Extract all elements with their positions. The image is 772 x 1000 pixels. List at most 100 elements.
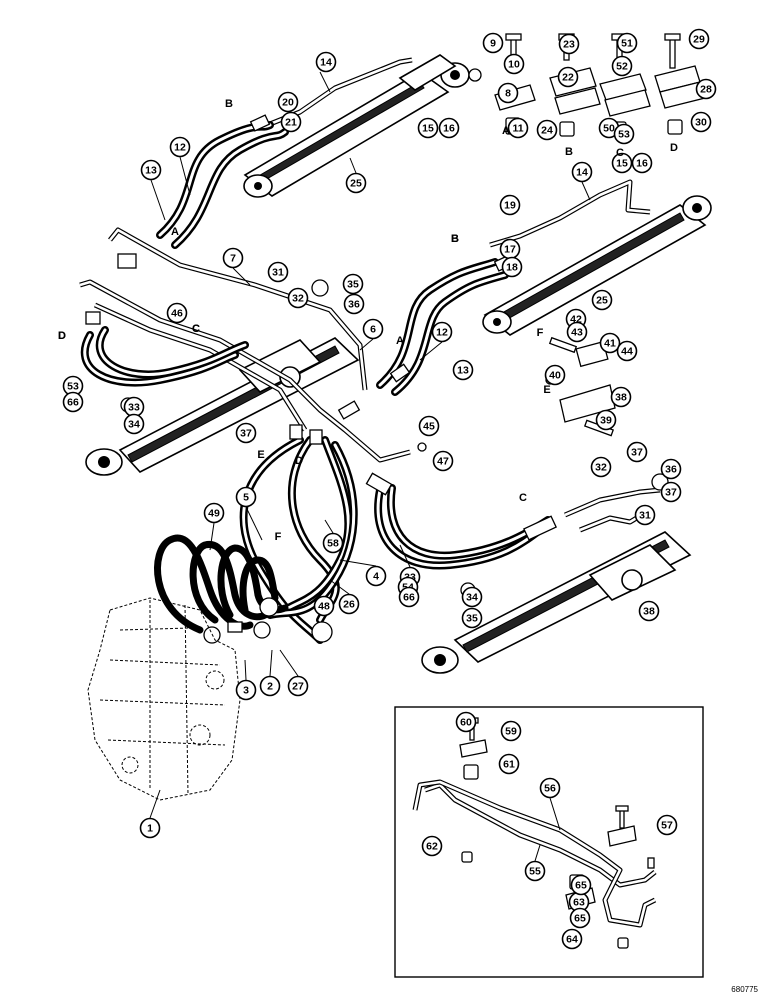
callout-4: 4 <box>365 565 387 587</box>
svg-text:46: 46 <box>171 308 183 320</box>
letter-marker-d: D <box>670 142 678 154</box>
leader-line <box>399 544 411 568</box>
callout-34: 34 <box>461 586 483 608</box>
svg-text:13: 13 <box>457 365 469 377</box>
callout-27: 27 <box>287 675 309 697</box>
callout-46: 46 <box>166 302 188 324</box>
svg-text:65: 65 <box>575 880 587 892</box>
svg-text:65: 65 <box>574 913 586 925</box>
callout-group: 1234567891011121213131414151516161718192… <box>62 28 717 950</box>
svg-text:29: 29 <box>693 34 705 46</box>
callout-25: 25 <box>591 289 613 311</box>
svg-text:51: 51 <box>621 38 633 50</box>
svg-text:56: 56 <box>544 783 556 795</box>
callout-52: 52 <box>611 55 633 77</box>
svg-text:40: 40 <box>549 370 561 382</box>
svg-text:6: 6 <box>370 324 376 336</box>
leader-line <box>319 71 331 93</box>
leader-line <box>245 506 263 541</box>
callout-31: 31 <box>267 261 289 283</box>
svg-text:53: 53 <box>618 129 630 141</box>
svg-text:59: 59 <box>505 726 517 738</box>
tilt-cylinder-right <box>421 531 692 674</box>
callout-32: 32 <box>590 456 612 478</box>
svg-text:62: 62 <box>426 841 438 853</box>
svg-text:34: 34 <box>128 419 140 431</box>
letter-marker-d: D <box>58 330 66 342</box>
callout-40: 40 <box>544 364 566 386</box>
callout-66: 66 <box>62 391 84 413</box>
svg-text:57: 57 <box>661 820 673 832</box>
callout-47: 47 <box>432 450 454 472</box>
svg-text:32: 32 <box>595 462 607 474</box>
letter-marker-e: E <box>543 384 550 396</box>
callout-62: 62 <box>421 835 443 857</box>
callout-28: 28 <box>695 78 717 100</box>
leader-line <box>329 579 350 595</box>
svg-text:53: 53 <box>67 381 79 393</box>
letter-marker-c: C <box>616 147 624 159</box>
letter-marker-b: B <box>565 146 573 158</box>
svg-text:30: 30 <box>695 117 707 129</box>
leader-line <box>149 789 161 819</box>
leader-line <box>324 519 334 534</box>
callout-24: 24 <box>536 119 558 141</box>
svg-text:38: 38 <box>615 392 627 404</box>
leader-lines <box>149 71 591 862</box>
callout-17: 17 <box>499 238 521 260</box>
svg-text:36: 36 <box>348 299 360 311</box>
callout-33: 33 <box>123 396 145 418</box>
callout-15: 15 <box>611 152 633 174</box>
lift-cylinder-upper-left <box>243 54 470 198</box>
svg-text:60: 60 <box>460 717 472 729</box>
callout-1: 1 <box>139 817 161 839</box>
leader-line <box>209 522 215 551</box>
callout-16: 16 <box>438 117 460 139</box>
svg-text:5: 5 <box>243 492 249 504</box>
callout-3: 3 <box>235 679 257 701</box>
svg-text:42: 42 <box>570 314 582 326</box>
callout-13: 13 <box>452 359 474 381</box>
svg-text:3: 3 <box>243 685 249 697</box>
callout-60: 60 <box>455 711 477 733</box>
callout-49: 49 <box>203 502 225 524</box>
svg-text:66: 66 <box>67 397 79 409</box>
svg-text:20: 20 <box>282 97 294 109</box>
callout-36: 36 <box>660 458 682 480</box>
callout-26: 26 <box>338 593 360 615</box>
leader-line <box>419 341 443 361</box>
letter-marker-f: F <box>537 327 544 339</box>
svg-text:12: 12 <box>174 142 186 154</box>
callout-64: 64 <box>561 928 583 950</box>
callout-66: 66 <box>398 586 420 608</box>
callout-22: 22 <box>557 66 579 88</box>
callout-41: 41 <box>599 332 621 354</box>
svg-text:33: 33 <box>128 402 140 414</box>
callout-34: 34 <box>123 413 145 435</box>
callout-57: 57 <box>656 814 678 836</box>
callout-29: 29 <box>688 28 710 50</box>
callout-31: 31 <box>634 504 656 526</box>
callout-43: 43 <box>566 321 588 343</box>
svg-text:18: 18 <box>506 262 518 274</box>
leader-line <box>244 659 247 681</box>
clamp-hardware-ef <box>417 336 616 452</box>
leader-line <box>179 156 191 196</box>
svg-text:2: 2 <box>267 681 273 693</box>
svg-text:37: 37 <box>240 428 252 440</box>
svg-text:37: 37 <box>631 447 643 459</box>
callout-18: 18 <box>501 256 523 278</box>
callout-53: 53 <box>613 123 635 145</box>
svg-text:13: 13 <box>145 165 157 177</box>
svg-text:24: 24 <box>541 125 553 137</box>
callout-48: 48 <box>313 595 335 617</box>
svg-text:43: 43 <box>571 327 583 339</box>
svg-text:10: 10 <box>508 59 520 71</box>
letter-marker-b: B <box>451 233 459 245</box>
svg-text:39: 39 <box>600 415 612 427</box>
letter-marker-a: A <box>502 125 510 137</box>
svg-text:55: 55 <box>529 866 541 878</box>
